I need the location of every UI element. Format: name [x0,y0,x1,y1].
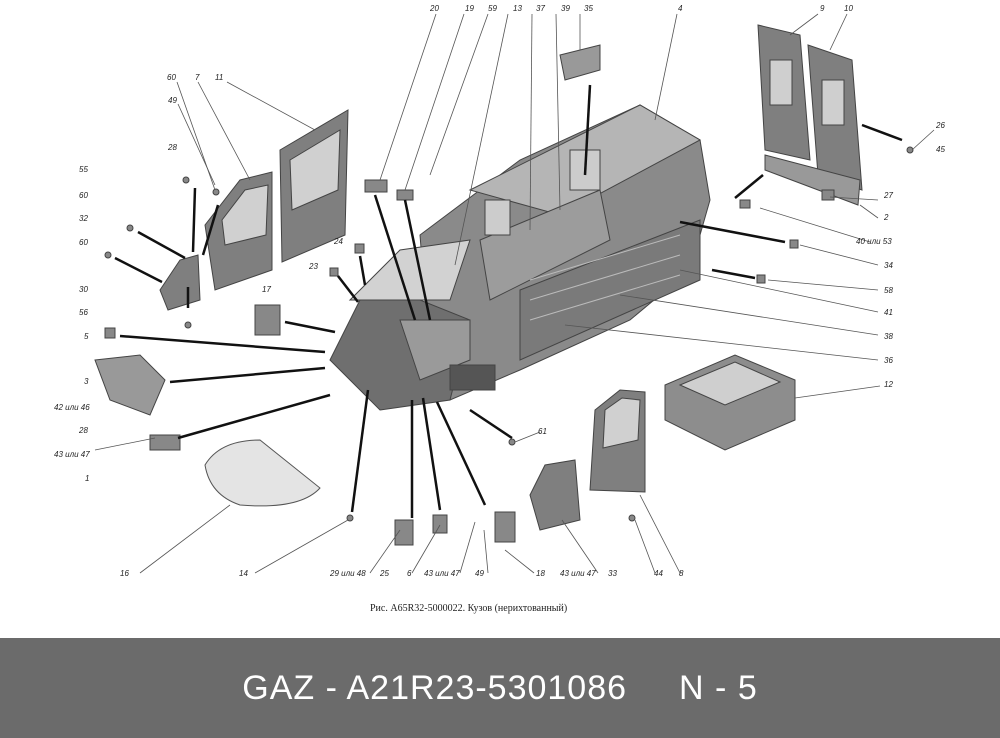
rear-doors [757,24,863,206]
callout-18: 18 [536,569,545,578]
footer-banner: GAZ - A21R23-5301086 N - 5 [0,638,1000,738]
callout-35: 35 [584,4,593,13]
callout-3: 3 [84,377,89,386]
callout-10: 10 [844,4,853,13]
callout-59: 59 [488,4,497,13]
bracket-3 [94,354,166,416]
callout-45: 45 [936,145,945,154]
figure-caption: Рис. A65R32-5000022. Кузов (нерихтованны… [370,603,567,614]
callout-60a: 60 [167,73,176,82]
hood [204,439,321,507]
callout-28b: 28 [78,426,88,435]
callout-2: 2 [883,213,889,222]
leader-lines [94,13,935,574]
callout-27: 27 [883,191,893,200]
callout-55: 55 [79,165,88,174]
callout-19: 19 [465,4,474,13]
callout-44: 44 [654,569,663,578]
parts-diagram: 20 19 59 13 37 39 35 4 9 10 60 7 11 49 2… [54,4,946,614]
callout-49b: 49 [475,569,484,578]
callout-16: 16 [120,569,129,578]
callout-43-47a: 43 или 47 [54,450,90,459]
callout-1: 1 [85,474,89,483]
callout-4: 4 [678,4,683,13]
footer-part-number: GAZ - A21R23-5301086 [242,668,628,707]
callout-60c: 60 [79,238,88,247]
roof-bracket-35 [559,44,601,81]
footer-note: N - 5 [679,668,758,707]
callout-28a: 28 [167,143,177,152]
front-fender-right [529,459,581,531]
callout-24: 24 [333,237,343,246]
callout-61: 61 [538,427,547,436]
callout-26: 26 [935,121,945,130]
callout-13: 13 [513,4,522,13]
callout-30: 30 [79,285,88,294]
callout-labels: 20 19 59 13 37 39 35 4 9 10 60 7 11 49 2… [54,4,945,578]
van-body [329,104,711,411]
front-fender-left [159,254,201,311]
callout-56: 56 [79,308,88,317]
callout-7: 7 [195,73,200,82]
front-doors-left [204,109,349,291]
pointer-arrows [114,84,903,518]
callout-6: 6 [407,569,412,578]
callout-20: 20 [429,4,439,13]
callout-8: 8 [679,569,684,578]
callout-23: 23 [308,262,318,271]
callout-43-47b: 43 или 47 [424,569,460,578]
callout-43-47c: 43 или 47 [560,569,596,578]
front-door-right [589,389,646,493]
callout-49a: 49 [168,96,177,105]
callout-17: 17 [262,285,271,294]
callout-36: 36 [884,356,893,365]
callout-39: 39 [561,4,570,13]
callout-58: 58 [884,286,893,295]
callout-9: 9 [820,4,825,13]
callout-34: 34 [884,261,893,270]
callout-40-53: 40 или 53 [856,237,892,246]
callout-11: 11 [215,73,223,82]
callout-38: 38 [884,332,893,341]
callout-5: 5 [84,332,89,341]
callout-32: 32 [79,214,88,223]
callout-33: 33 [608,569,617,578]
callout-37: 37 [536,4,545,13]
callout-12: 12 [884,380,893,389]
callout-60b: 60 [79,191,88,200]
callout-25: 25 [379,569,389,578]
callout-42-46: 42 или 46 [54,403,90,412]
small-parts [104,146,914,546]
callout-14: 14 [239,569,248,578]
callout-41: 41 [884,308,893,317]
callout-29-48: 29 или 48 [329,569,366,578]
partition-frame [664,354,796,451]
